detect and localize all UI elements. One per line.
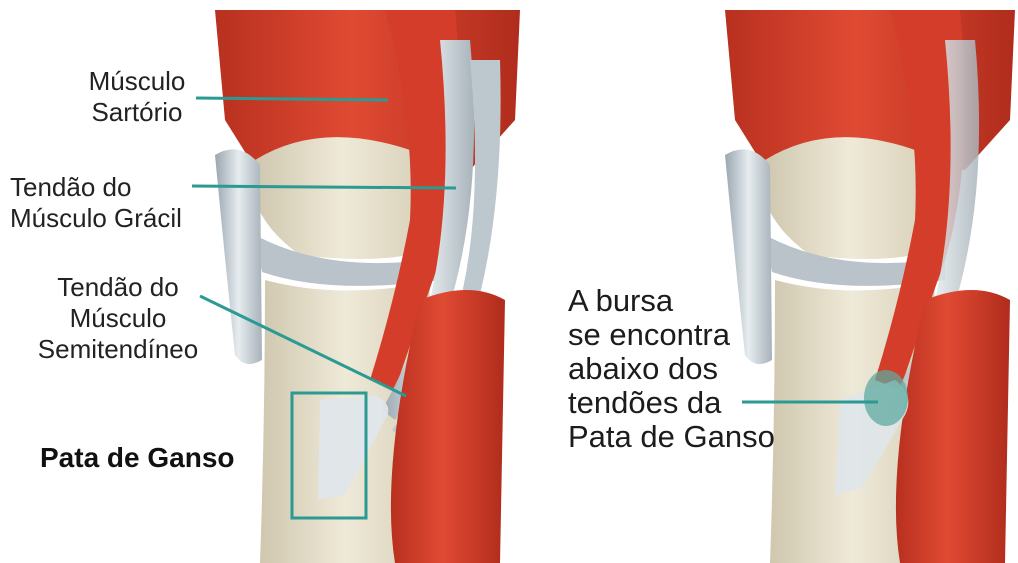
left-femur bbox=[255, 137, 430, 259]
bursa bbox=[864, 370, 908, 426]
label-semitendineo: Tendão do Músculo Semitendíneo bbox=[18, 272, 218, 365]
pointer-gracil bbox=[192, 186, 456, 188]
label-gracil: Tendão do Músculo Grácil bbox=[10, 172, 220, 234]
left-patellar-tendon bbox=[215, 149, 262, 364]
left-knee-illustration bbox=[215, 10, 520, 563]
label-sartorio: Músculo Sartório bbox=[72, 66, 202, 128]
label-bursa: A bursa se encontra abaixo dos tendões d… bbox=[568, 284, 828, 454]
pointer-sartorio bbox=[196, 98, 388, 100]
label-pata-de-ganso: Pata de Ganso bbox=[40, 442, 300, 473]
right-femur bbox=[765, 137, 935, 259]
